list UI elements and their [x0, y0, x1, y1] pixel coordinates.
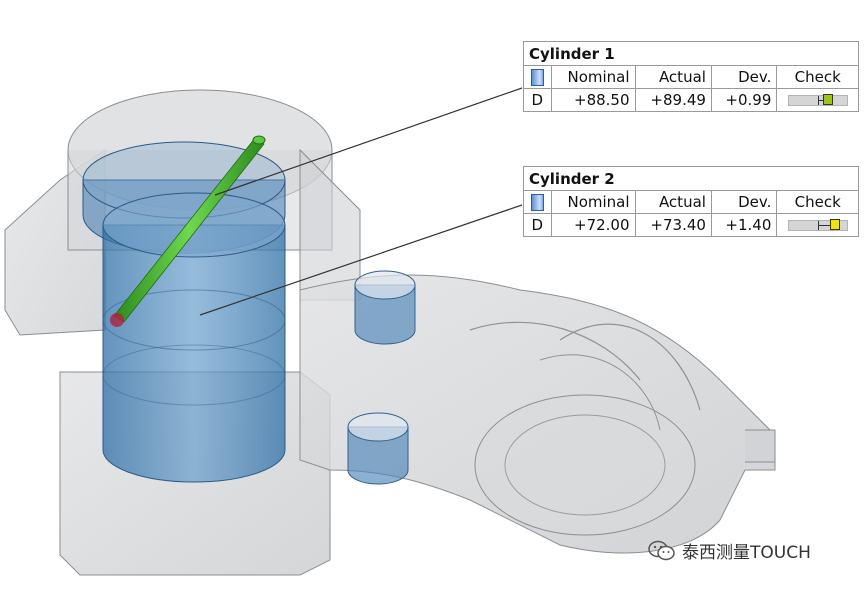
cylinder-2-shape [102, 192, 286, 483]
characteristic-label: D [523, 88, 552, 112]
header-dev: Dev. [710, 65, 778, 89]
actual-value: +73.40 [634, 213, 712, 237]
deviation-value: +0.99 [710, 88, 778, 112]
tolerance-check-bar [787, 94, 848, 106]
table-title: Cylinder 2 [523, 166, 859, 191]
header-check: Check [776, 65, 859, 89]
tolerance-check-marker [822, 94, 833, 105]
header-actual: Actual [634, 65, 712, 89]
header-check: Check [776, 190, 859, 214]
characteristic-label: D [523, 213, 552, 237]
nominal-value: +88.50 [550, 88, 636, 112]
side-bore-upper [354, 270, 416, 345]
deviation-value: +1.40 [710, 213, 778, 237]
header-nominal: Nominal [550, 65, 636, 89]
tolerance-check-marker [829, 219, 840, 230]
watermark-text: 泰西测量TOUCH [682, 543, 811, 563]
side-bore-lower [347, 412, 409, 485]
cylinder-feature-icon [530, 194, 544, 211]
table-row: D +88.50 +89.49 +0.99 [523, 88, 859, 112]
header-dev: Dev. [710, 190, 778, 214]
table-row: D +72.00 +73.40 +1.40 [523, 213, 859, 237]
feature-icon-cell [523, 65, 552, 89]
measurement-table-cylinder-1[interactable]: Cylinder 1 Nominal Actual Dev. Check D +… [523, 41, 859, 112]
actual-value: +89.49 [634, 88, 712, 112]
check-cell [776, 213, 859, 237]
leader-line-cylinder-2 [199, 204, 523, 316]
measurement-table-cylinder-2[interactable]: Cylinder 2 Nominal Actual Dev. Check D +… [523, 166, 859, 237]
feature-icon-cell [523, 190, 552, 214]
probe-stylus [110, 135, 266, 327]
watermark: 泰西测量TOUCH [648, 538, 811, 563]
leader-line-cylinder-1 [214, 87, 523, 196]
wechat-icon [648, 540, 676, 562]
cylinder-feature-icon [530, 69, 544, 86]
header-nominal: Nominal [550, 190, 636, 214]
table-title: Cylinder 1 [523, 41, 859, 66]
part-body [4, 89, 776, 576]
tolerance-check-bar [787, 219, 848, 231]
header-actual: Actual [634, 190, 712, 214]
check-cell [776, 88, 859, 112]
nominal-value: +72.00 [550, 213, 636, 237]
